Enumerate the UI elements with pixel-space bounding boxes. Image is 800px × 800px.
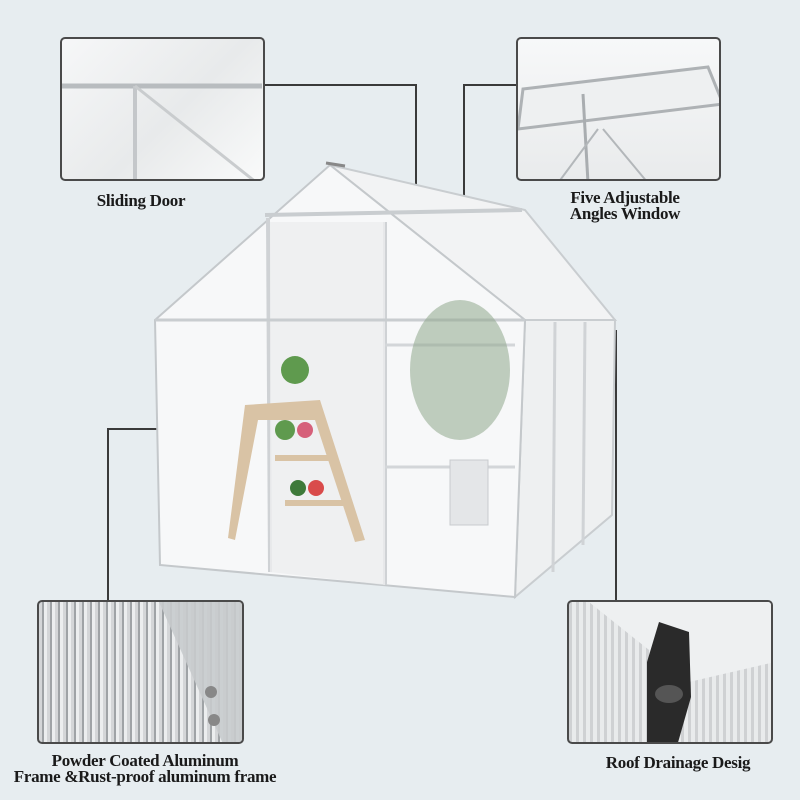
frame-label-line-2: Frame &Rust-proof aluminum frame bbox=[13, 767, 277, 786]
connector-line bbox=[107, 428, 109, 600]
frame-label: Powder Coated Aluminum Frame &Rust-proof… bbox=[0, 751, 290, 786]
sliding-door-detail-image bbox=[60, 37, 265, 181]
connector-line bbox=[264, 84, 416, 86]
sliding-door-label: Sliding Door bbox=[96, 191, 186, 210]
connector-line bbox=[615, 330, 617, 600]
frame-label-line-1: Powder Coated Aluminum bbox=[51, 751, 239, 770]
drainage-label: Roof Drainage Desig bbox=[605, 753, 751, 772]
window-label: Five Adjustable Angles Window bbox=[530, 188, 720, 223]
window-label-line-1: Five Adjustable bbox=[570, 188, 680, 207]
connector-line bbox=[415, 84, 417, 226]
frame-detail-image bbox=[37, 600, 244, 744]
connector-line bbox=[463, 84, 516, 86]
drainage-detail-image bbox=[567, 600, 773, 744]
connector-line bbox=[463, 84, 465, 206]
window-label-line-2: Angles Window bbox=[569, 204, 681, 223]
window-detail-image bbox=[516, 37, 721, 181]
